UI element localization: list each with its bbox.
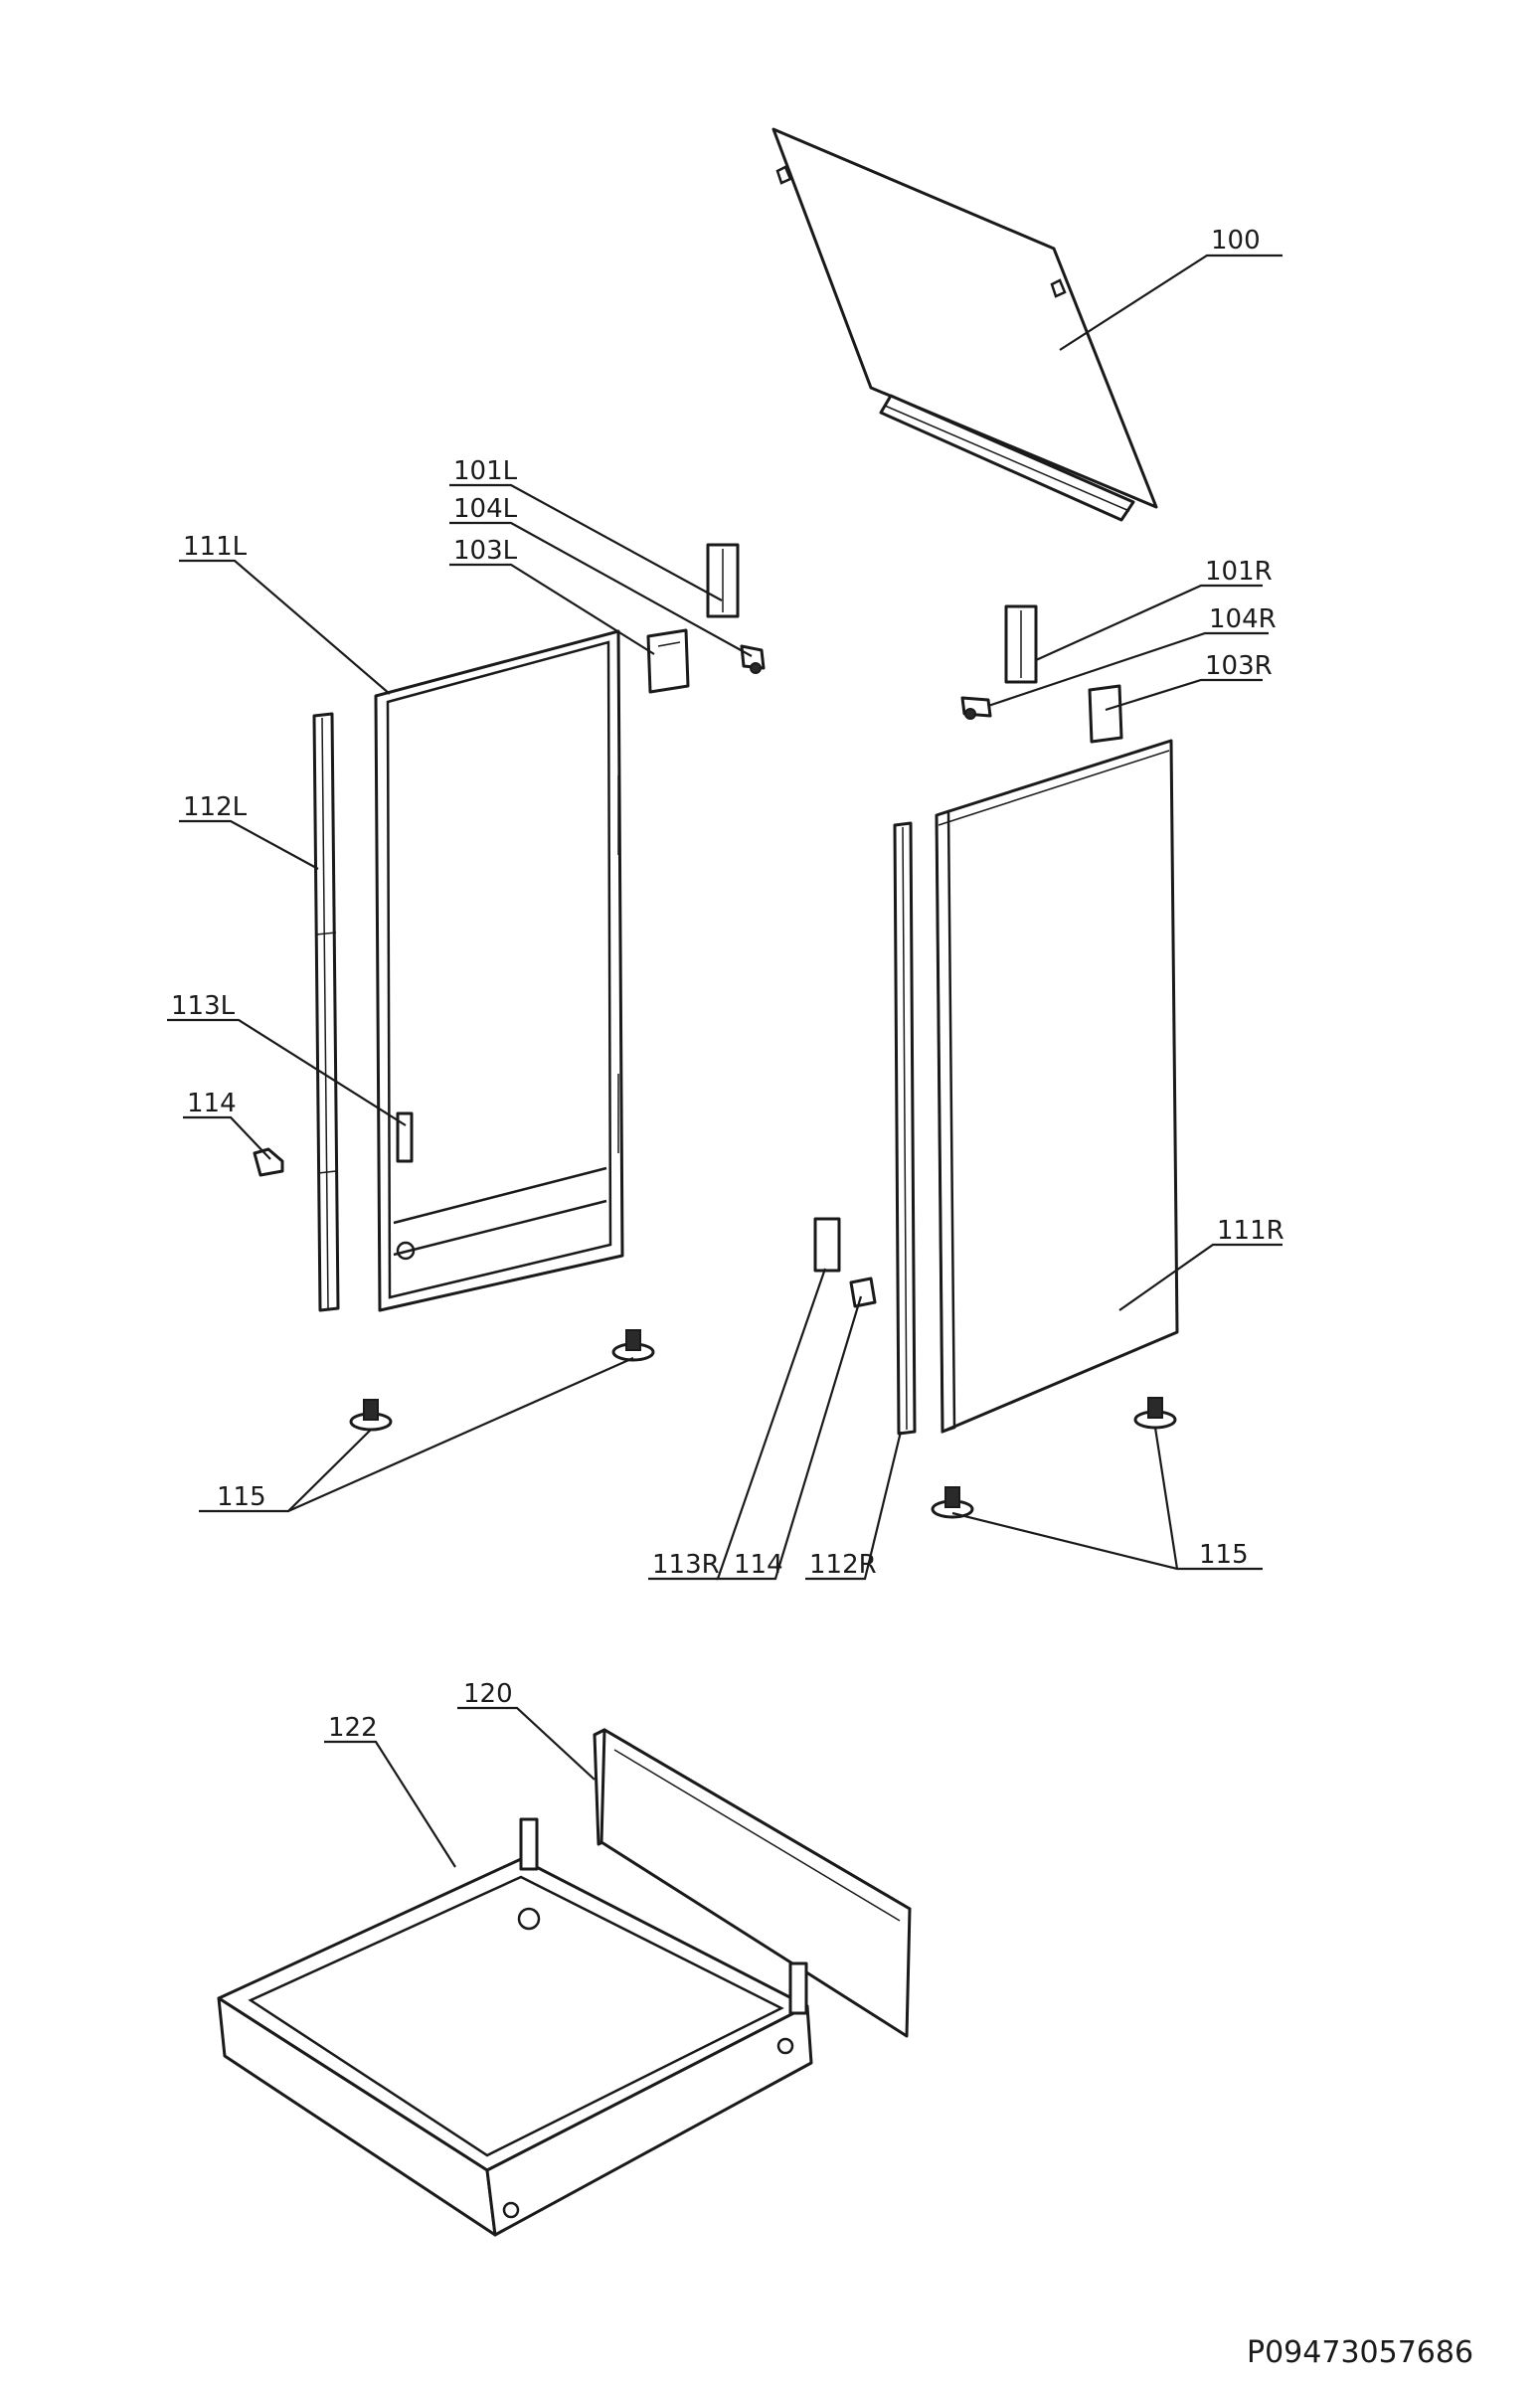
part-113L-lock xyxy=(396,1111,414,1163)
part-120-back-plate xyxy=(593,1728,912,2038)
part-103L-bracket xyxy=(646,628,690,694)
callout-101L: 101L xyxy=(453,456,518,486)
callout-114-left: 114 xyxy=(187,1089,237,1118)
callout-104R: 104R xyxy=(1209,604,1277,634)
callout-114-bottom: 114 xyxy=(734,1550,783,1580)
callout-113L: 113L xyxy=(171,991,236,1021)
part-101L-hinge xyxy=(706,543,740,618)
callout-112R: 112R xyxy=(809,1550,877,1580)
callout-113R: 113R xyxy=(652,1550,720,1580)
part-112L-left-rail xyxy=(312,712,340,1312)
part-111R-right-side-panel xyxy=(935,739,1179,1434)
callout-112L: 112L xyxy=(183,792,248,822)
part-115-foot-4 xyxy=(931,1486,974,1519)
part-101R-hinge xyxy=(1004,604,1038,684)
callout-100: 100 xyxy=(1211,226,1261,256)
callout-120: 120 xyxy=(463,1679,513,1709)
part-113R-lock xyxy=(813,1217,841,1273)
part-112R-right-rail xyxy=(893,821,917,1436)
callout-103L: 103L xyxy=(453,536,518,566)
callout-111R: 111R xyxy=(1217,1216,1284,1246)
part-114-bottom-clip xyxy=(849,1277,877,1308)
part-122-base-frame xyxy=(217,1817,813,2237)
callout-111L: 111L xyxy=(183,532,248,562)
part-103R-bracket xyxy=(1088,684,1123,744)
part-115-foot-3 xyxy=(1133,1397,1177,1430)
callout-115-right: 115 xyxy=(1199,1540,1249,1570)
part-104L-hinge-pin xyxy=(740,644,766,674)
callout-101R: 101R xyxy=(1205,557,1273,587)
part-100-top-panel xyxy=(771,127,1158,522)
callout-122: 122 xyxy=(328,1713,378,1743)
callout-115-left: 115 xyxy=(217,1482,266,1512)
callout-104L: 104L xyxy=(453,494,518,524)
part-115-foot-1 xyxy=(349,1399,393,1432)
part-111L-left-side-panel xyxy=(374,629,624,1312)
part-114-left-clip xyxy=(253,1147,284,1177)
callout-labels: 100 101L 104L 103L 111L 112L 113L 114 10… xyxy=(171,226,1284,1743)
leader-lines xyxy=(167,254,1283,1868)
part-115-foot-2 xyxy=(611,1329,655,1362)
callout-103R: 103R xyxy=(1205,651,1273,681)
part-104R-hinge-pin xyxy=(960,696,992,720)
document-number: P09473057686 xyxy=(1247,2335,1473,2370)
